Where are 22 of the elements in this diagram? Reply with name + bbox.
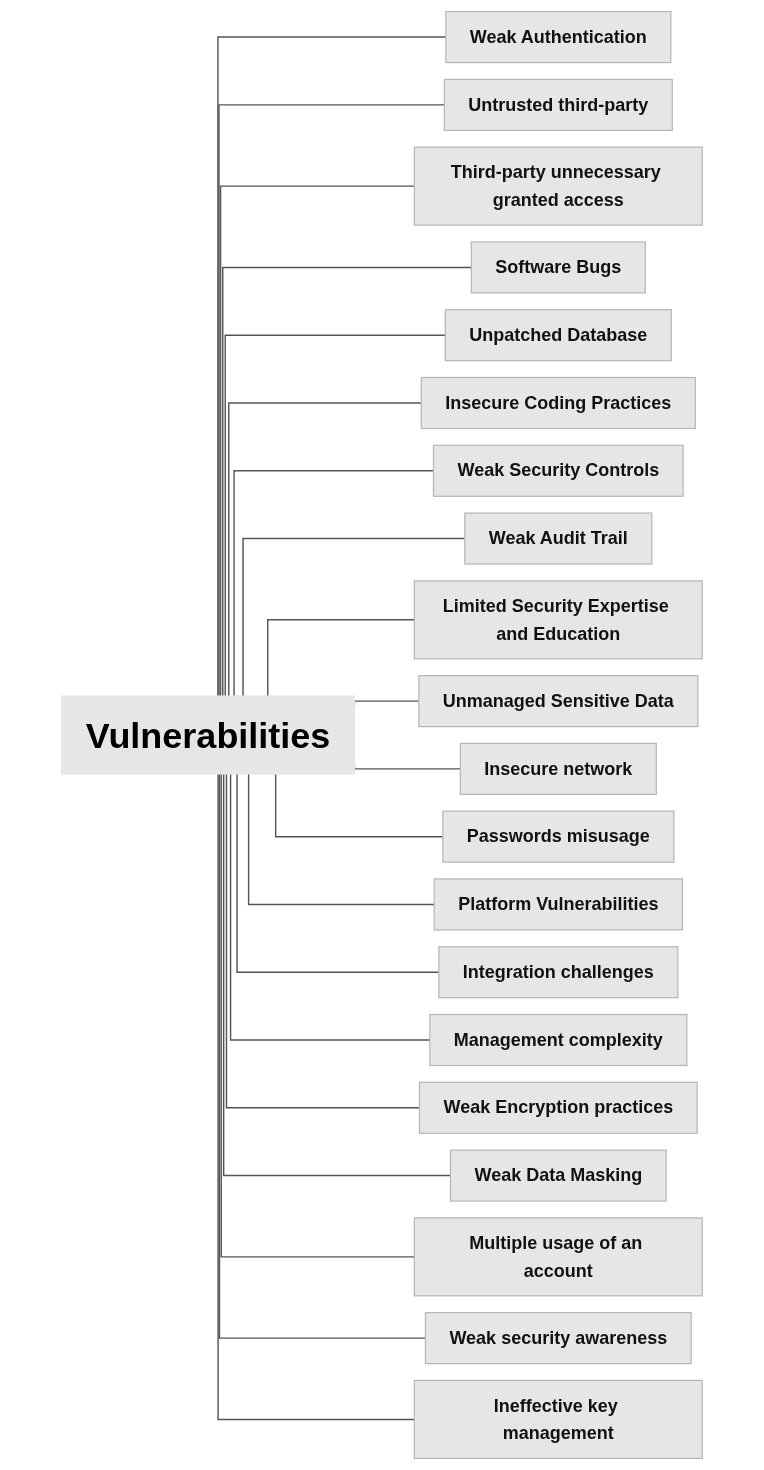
node-box: Platform Vulnerabilities: [433, 878, 684, 931]
node-box: Weak Security Controls: [432, 444, 684, 497]
node-box: Insecure network: [459, 742, 657, 795]
node-box: Unpatched Database: [444, 309, 672, 362]
node-box: Weak Data Masking: [449, 1149, 667, 1202]
node-box: Ineffective key management: [413, 1379, 703, 1459]
node-box: Weak Audit Trail: [464, 512, 653, 565]
node-box: Multiple usage of an account: [413, 1217, 703, 1297]
node-box: Vulnerabilities: [61, 695, 355, 775]
node-box: Unmanaged Sensitive Data: [418, 675, 699, 728]
node-box: Weak Encryption practices: [418, 1081, 698, 1134]
node-box: Management complexity: [429, 1013, 688, 1067]
node-box: Integration challenges: [438, 946, 679, 999]
node-box: Software Bugs: [470, 241, 646, 294]
node-box: Untrusted third-party: [443, 78, 673, 131]
node-box: Weak Authentication: [445, 11, 672, 64]
connector: [247, 773, 435, 906]
node-box: Weak security awareness: [424, 1312, 692, 1365]
node-box: Third-party unnecessary granted access: [413, 146, 703, 226]
node-box: Insecure Coding Practices: [420, 376, 696, 430]
node-box: Limited Security Expertise and Education: [413, 580, 703, 660]
node-box: Passwords misusage: [442, 810, 675, 863]
